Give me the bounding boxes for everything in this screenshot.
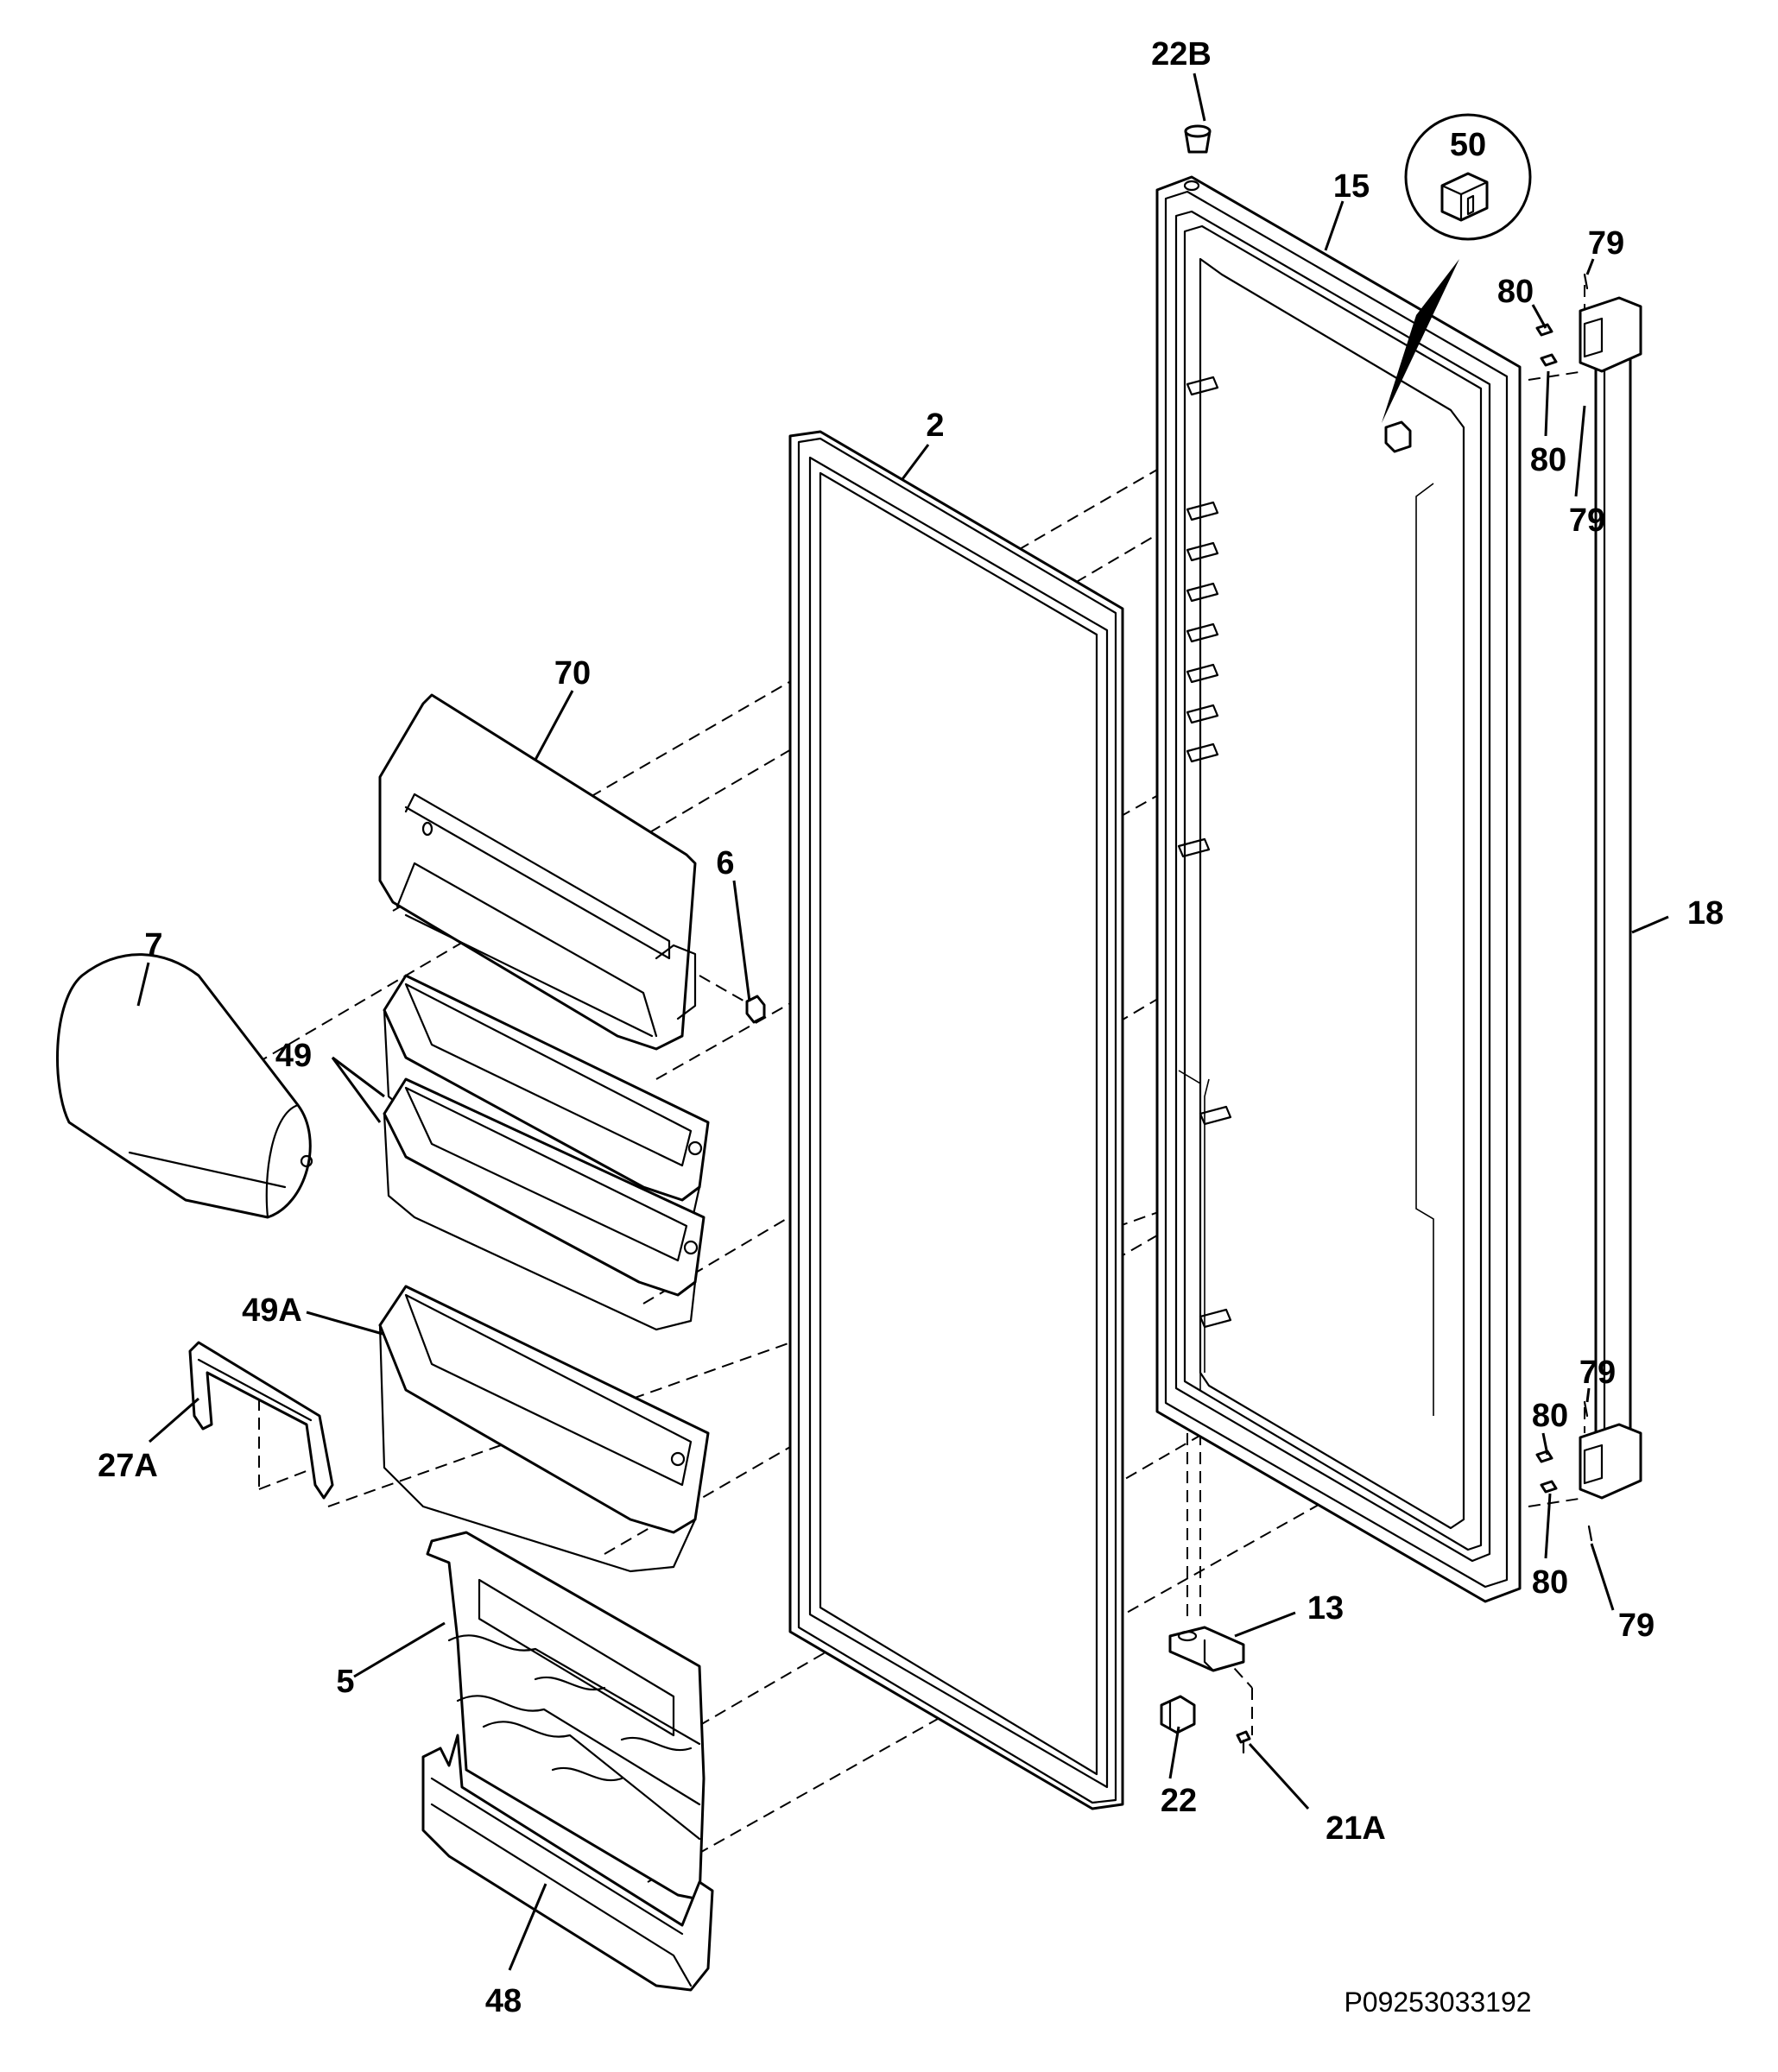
liner-bracket-mount	[1384, 420, 1412, 453]
callout-80-top-2: 80	[1530, 442, 1566, 478]
door-bin-gallon	[378, 1285, 710, 1573]
drawing-number: P09253033192	[1344, 1987, 1531, 2018]
callout-18: 18	[1687, 895, 1724, 932]
callout-labels: 22B 50 15 79 80 80 79 2 70 6 7 18 49 49A…	[98, 36, 1724, 2019]
handle-bottom-endcap	[1579, 1423, 1642, 1500]
callout-22: 22	[1161, 1783, 1197, 1819]
callout-21A: 21A	[1326, 1810, 1386, 1847]
callout-5: 5	[336, 1664, 354, 1700]
butter-cover	[55, 953, 313, 1219]
hinge-bushing-22B	[1184, 124, 1212, 154]
bottom-hinge-pin	[1160, 1695, 1196, 1734]
door-bottom-bin	[421, 1734, 714, 1992]
hinge-screw-21A	[1236, 1730, 1251, 1754]
callout-2: 2	[926, 407, 944, 444]
door-rack	[426, 1531, 706, 1901]
callout-80-top-1: 80	[1497, 274, 1534, 310]
callout-50: 50	[1450, 127, 1486, 163]
dairy-compartment	[378, 693, 697, 1051]
door-handle	[1579, 296, 1642, 1500]
callout-13: 13	[1307, 1590, 1344, 1627]
callout-80-bot-2: 80	[1532, 1564, 1568, 1601]
callout-79-top-1: 79	[1588, 225, 1624, 262]
callout-79-bot-1: 79	[1579, 1355, 1616, 1391]
door-bracket-50	[1440, 172, 1489, 222]
detail-callout-50	[1382, 113, 1532, 423]
callout-48: 48	[485, 1983, 522, 2019]
callout-49A: 49A	[242, 1292, 302, 1329]
callout-80-bot-1: 80	[1532, 1398, 1568, 1434]
callout-79-bot-2: 79	[1618, 1608, 1655, 1644]
bottom-hinge-bracket	[1168, 1626, 1245, 1672]
callout-leader-lines	[136, 73, 1669, 1971]
callout-22B: 22B	[1151, 36, 1212, 73]
door-bin-middle	[383, 1077, 706, 1331]
callout-15: 15	[1333, 168, 1370, 205]
liner-shelf-nubs	[1177, 376, 1232, 1329]
callout-49: 49	[275, 1038, 312, 1074]
callout-27A: 27A	[98, 1448, 158, 1484]
callout-6: 6	[716, 845, 734, 881]
bin-retainer-bar	[188, 1341, 334, 1500]
callout-70: 70	[554, 655, 591, 692]
callout-79-top-2: 79	[1569, 502, 1605, 539]
door-liner	[1155, 175, 1522, 1603]
dairy-clip	[745, 995, 766, 1024]
door-gasket	[788, 430, 1124, 1810]
callout-7: 7	[144, 927, 162, 963]
top-hinge-hole	[1183, 180, 1200, 192]
